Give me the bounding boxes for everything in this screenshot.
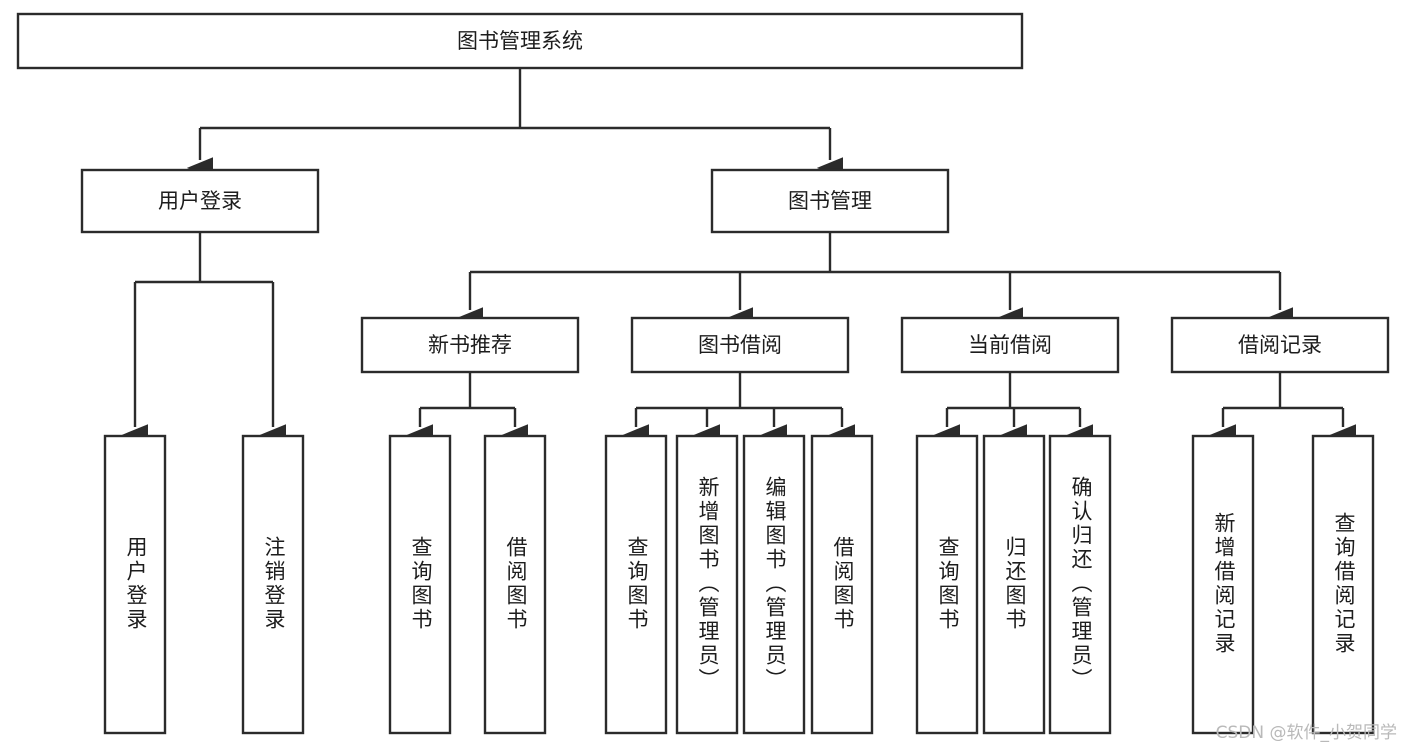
node-current-borrow[interactable]: 当前借阅 (900, 316, 1120, 374)
leaf-node-borrow-book-box (810, 434, 874, 735)
node-book-management-box (710, 168, 950, 234)
leaf-node-search-book-borrow-label: 查询图书 (625, 536, 649, 632)
node-user-login[interactable]: 用户登录 (80, 168, 320, 234)
node-borrow-records-box (1170, 316, 1390, 374)
leaf-node-borrow-book-new-label: 借阅图书 (504, 536, 528, 632)
leaf-node-query-borrow-record[interactable]: 查询借阅记录 (1311, 434, 1375, 735)
node-book-borrow[interactable]: 图书借阅 (630, 316, 850, 374)
leaf-node-search-book-borrow[interactable]: 查询图书 (604, 434, 668, 735)
leaf-node-add-borrow-record-box (1191, 434, 1255, 735)
leaf-node-return-book-label: 归还图书 (1003, 536, 1027, 632)
leaf-node-add-borrow-record[interactable]: 新增借阅记录 (1191, 434, 1255, 735)
node-borrow-records-label: 借阅记录 (1238, 333, 1322, 357)
leaf-node-search-book-current-label: 查询图书 (936, 536, 960, 632)
leaf-node-confirm-return-admin-label: 确认归还（管理员） (1069, 476, 1093, 692)
leaf-node-return-book-box (982, 434, 1046, 735)
leaf-node-add-book-admin-label: 新增图书（管理员） (696, 476, 720, 692)
leaf-node-add-book-admin-box (675, 434, 739, 735)
leaf-node-search-book-current-box (915, 434, 979, 735)
leaf-node-add-book-admin[interactable]: 新增图书（管理员） (675, 434, 739, 735)
node-new-book-recommend[interactable]: 新书推荐 (360, 316, 580, 374)
node-current-borrow-label: 当前借阅 (968, 333, 1052, 357)
node-root-label: 图书管理系统 (457, 29, 583, 53)
leaf-node-confirm-return-admin-box (1048, 434, 1112, 735)
node-root-box (16, 12, 1024, 70)
leaf-node-logout-box (241, 434, 305, 735)
leaf-node-user-login-box (103, 434, 167, 735)
leaf-node-logout-label: 注销登录 (262, 536, 286, 632)
leaf-node-return-book[interactable]: 归还图书 (982, 434, 1046, 735)
leaf-node-edit-book-admin[interactable]: 编辑图书（管理员） (742, 434, 806, 735)
connector-layer (121, 68, 1357, 446)
node-book-management-label: 图书管理 (788, 189, 872, 213)
node-new-book-recommend-box (360, 316, 580, 374)
leaf-node-logout[interactable]: 注销登录 (241, 434, 305, 735)
leaf-node-query-borrow-record-box (1311, 434, 1375, 735)
node-user-login-box (80, 168, 320, 234)
leaf-node-borrow-book[interactable]: 借阅图书 (810, 434, 874, 735)
node-book-management[interactable]: 图书管理 (710, 168, 950, 234)
node-new-book-recommend-label: 新书推荐 (428, 333, 512, 357)
leaf-node-query-borrow-record-label: 查询借阅记录 (1332, 512, 1356, 656)
leaf-node-user-login-label: 用户登录 (124, 536, 148, 632)
csdn-watermark: CSDN @软件_小贺同学 (1215, 723, 1397, 743)
leaf-node-search-book-new-box (388, 434, 452, 735)
node-borrow-records[interactable]: 借阅记录 (1170, 316, 1390, 374)
leaf-node-edit-book-admin-box (742, 434, 806, 735)
leaf-node-search-book-new[interactable]: 查询图书 (388, 434, 452, 735)
leaf-node-search-book-current[interactable]: 查询图书 (915, 434, 979, 735)
node-book-borrow-label: 图书借阅 (698, 333, 782, 357)
node-user-login-label: 用户登录 (158, 189, 242, 213)
node-current-borrow-box (900, 316, 1120, 374)
leaf-node-borrow-book-label: 借阅图书 (831, 536, 855, 632)
leaf-node-user-login[interactable]: 用户登录 (103, 434, 167, 735)
leaf-node-confirm-return-admin[interactable]: 确认归还（管理员） (1048, 434, 1112, 735)
leaf-node-edit-book-admin-label: 编辑图书（管理员） (763, 476, 787, 692)
leaf-node-search-book-new-label: 查询图书 (409, 536, 433, 632)
leaf-node-add-borrow-record-label: 新增借阅记录 (1212, 512, 1236, 656)
node-book-borrow-box (630, 316, 850, 374)
leaf-node-search-book-borrow-box (604, 434, 668, 735)
node-root-system[interactable]: 图书管理系统 (16, 12, 1024, 70)
leaf-node-borrow-book-new[interactable]: 借阅图书 (483, 434, 547, 735)
leaf-node-borrow-book-new-box (483, 434, 547, 735)
